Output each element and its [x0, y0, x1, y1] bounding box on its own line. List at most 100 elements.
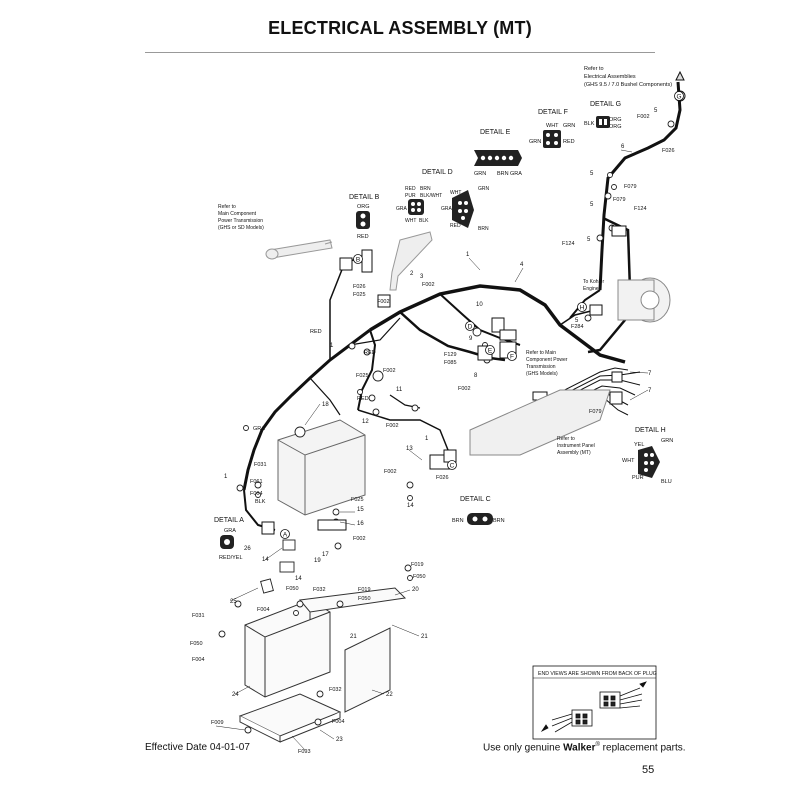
callout: 15: [357, 507, 364, 513]
callout: 18: [322, 402, 329, 408]
callout: 5: [587, 237, 591, 243]
note-line: Refer to: [557, 436, 575, 442]
note-line: Refer to Main: [526, 350, 556, 356]
note-line: Electrical Assemblies: [584, 74, 636, 80]
note-line: Assembly (MT): [557, 450, 591, 456]
marker-letter: A: [283, 532, 288, 539]
part-code: F026: [353, 284, 366, 290]
part-code: F079: [624, 184, 637, 190]
battery-tray-parts: [299, 587, 407, 713]
wire-tag: RED: [357, 396, 369, 402]
wire-color: GRN: [661, 438, 673, 444]
part-code: F032: [329, 687, 342, 693]
marker-f: F: [507, 351, 517, 361]
note-line: (GHS or SD Models): [218, 225, 264, 231]
part-code: F002: [422, 282, 435, 288]
part-code: F002: [386, 423, 399, 429]
callout: 16: [357, 521, 364, 527]
part-code: F050: [286, 586, 299, 592]
detail-d-second-plug: WHT GRN GRA RED BRN: [441, 186, 490, 232]
part-code: F085: [444, 360, 457, 366]
callout: 14: [262, 557, 269, 563]
part-code: F079: [589, 409, 602, 415]
part-code: F129: [444, 352, 457, 358]
plug-illustration: [540, 681, 647, 733]
part-code: F002: [353, 536, 366, 542]
control-lever-part: [265, 231, 433, 291]
wire-color: BLU: [661, 479, 672, 485]
wire-color: GRA: [224, 528, 236, 534]
effective-date: Effective Date 04-01-07: [145, 742, 250, 753]
note-line: Refer to: [218, 204, 236, 210]
wire-color: ORG: [357, 204, 370, 210]
part-code: F050: [358, 596, 371, 602]
wire-tags: RED RED RED GRA BLK: [253, 329, 376, 505]
wire-color: BLK: [419, 218, 429, 224]
genuine-prefix: Use only genuine: [483, 742, 561, 754]
note-instrument-panel: Refer to Instrument Panel Assembly (MT): [557, 436, 595, 456]
marker-g: G: [674, 91, 684, 101]
detail-title: DETAIL C: [460, 496, 491, 503]
wire-color: ORG: [609, 124, 622, 130]
detail-title: DETAIL D: [422, 169, 453, 176]
wire-tag: GRA: [253, 426, 265, 432]
callout: 12: [362, 419, 369, 425]
detail-markers: A B C D E F G H: [280, 91, 684, 539]
callout: 7: [648, 388, 652, 394]
leader-lines: [215, 149, 649, 751]
wire-color: RED: [450, 223, 461, 229]
legend-caption: END VIEWS ARE SHOWN FROM BACK OF PLUG: [538, 671, 657, 677]
part-code: F004: [332, 719, 345, 725]
detail-c: DETAIL C BRN BRN: [452, 496, 505, 525]
note-line: Refer to: [584, 66, 604, 72]
wire-color: RED/YEL: [219, 555, 243, 561]
brand-name: Walker: [563, 742, 596, 754]
callout: 3: [420, 274, 424, 280]
callout: 6: [621, 144, 625, 150]
part-code: F019: [358, 587, 371, 593]
wire-color: RED: [563, 139, 575, 145]
part-code: F079: [613, 197, 626, 203]
detail-d: DETAIL D RED BRN PUR BLK/WHT GRA WHT BLK: [396, 169, 453, 224]
detail-title: DETAIL G: [590, 101, 621, 108]
wire-color: WHT: [546, 123, 559, 129]
detail-b: DETAIL B ORG RED: [349, 194, 380, 240]
marker-b: B: [353, 254, 363, 264]
page-number: 55: [642, 764, 655, 776]
note-line: Instrument Panel: [557, 443, 595, 449]
part-code: F002: [458, 386, 471, 392]
marker-e: E: [485, 345, 495, 355]
detail-title: DETAIL H: [635, 427, 666, 434]
marker-c: C: [447, 460, 457, 470]
wire-color: GRA: [396, 206, 408, 212]
part-code: F019: [411, 562, 424, 568]
instrument-panel-outline: [469, 389, 611, 456]
marker-h: H: [577, 302, 587, 312]
detail-g: DETAIL G BLK ORG ORG: [584, 101, 622, 130]
callout: 4: [520, 262, 524, 268]
title-divider: [145, 52, 655, 53]
note-line: (GHS Models): [526, 371, 558, 377]
callout: 26: [244, 546, 251, 552]
wire-color: PUR: [632, 475, 644, 481]
wire-color: WHT: [622, 458, 635, 464]
note-line: Power Transmission: [218, 218, 263, 224]
part-code: F025: [351, 497, 364, 503]
end-view-legend: END VIEWS ARE SHOWN FROM BACK OF PLUG: [532, 665, 657, 740]
part-code: F002: [377, 299, 390, 305]
part-codes: F026 F025 F002 F002 F129 F085 F002 F025 …: [190, 114, 675, 755]
part-code: F025: [356, 373, 369, 379]
part-code: F032: [313, 587, 326, 593]
callout: 23: [336, 737, 343, 743]
part-code: F050: [190, 641, 203, 647]
part-code: F002: [384, 469, 397, 475]
genuine-suffix: replacement parts.: [599, 742, 686, 754]
marker-letter: H: [580, 305, 585, 312]
wire-color: BRN: [420, 186, 431, 192]
part-code: F061: [250, 479, 263, 485]
note-main-power: Refer to Main Component Power Transmissi…: [218, 204, 264, 231]
wire-color: GRN: [563, 123, 575, 129]
callout: 14: [407, 503, 414, 509]
